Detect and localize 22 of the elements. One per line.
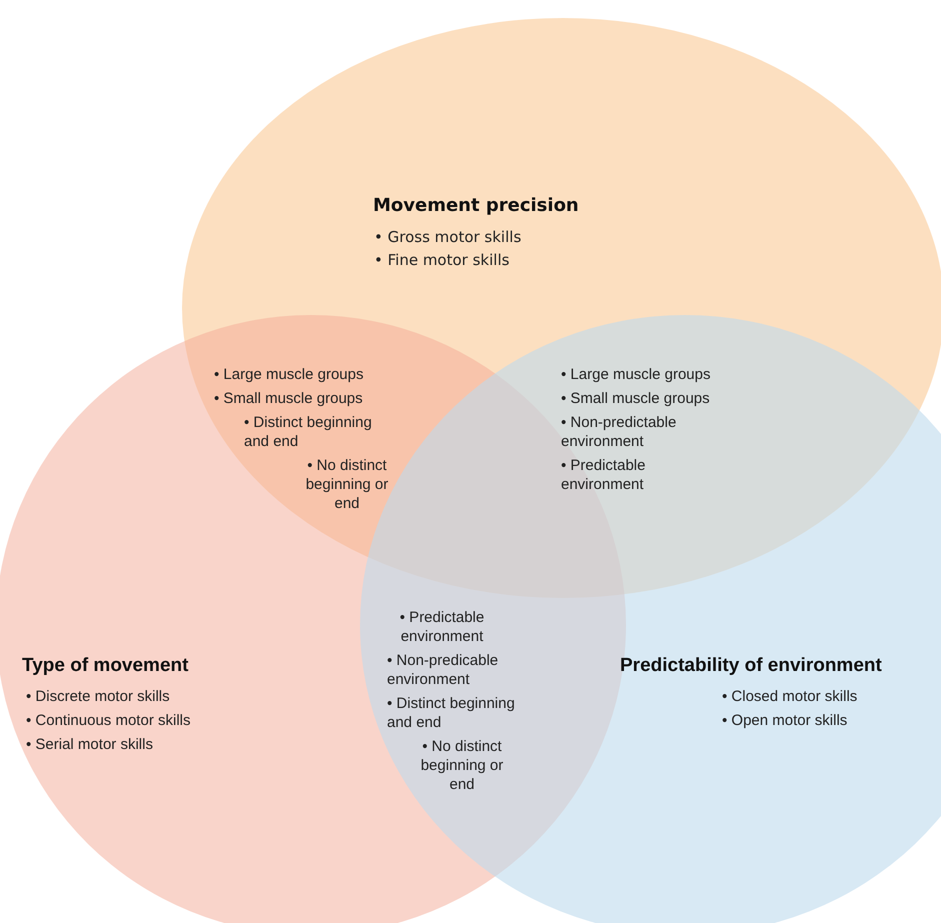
list-item: • Distinct beginning and end [387, 694, 516, 732]
list-item: • Non-predicable environment [387, 651, 500, 689]
circle-heading: Predictability of environment [620, 655, 882, 677]
list-item: • Serial motor skills [26, 735, 154, 754]
list-item: • No distinct beginning or end [304, 456, 390, 513]
list-item: • Discrete motor skills [26, 687, 171, 706]
list-item: • No distinct beginning or end [420, 737, 504, 794]
list-item: • Predictable environment [398, 608, 486, 646]
list-item: • Gross motor skills [374, 228, 522, 247]
circle-heading: Movement precision [373, 195, 579, 216]
list-item: • Open motor skills [722, 711, 848, 730]
list-item: • Closed motor skills [722, 687, 858, 706]
list-item: • Large muscle groups [561, 365, 711, 384]
list-item: • Non-predictable environment [561, 413, 678, 451]
list-item: • Large muscle groups [214, 365, 364, 384]
list-item: • Small muscle groups [561, 389, 711, 408]
list-item: • Predictable environment [561, 456, 646, 494]
list-item: • Small muscle groups [214, 389, 364, 408]
list-item: • Fine motor skills [374, 251, 510, 270]
circle-heading: Type of movement [22, 655, 188, 677]
list-item: • Distinct beginning and end [244, 413, 373, 451]
list-item: • Continuous motor skills [26, 711, 190, 730]
